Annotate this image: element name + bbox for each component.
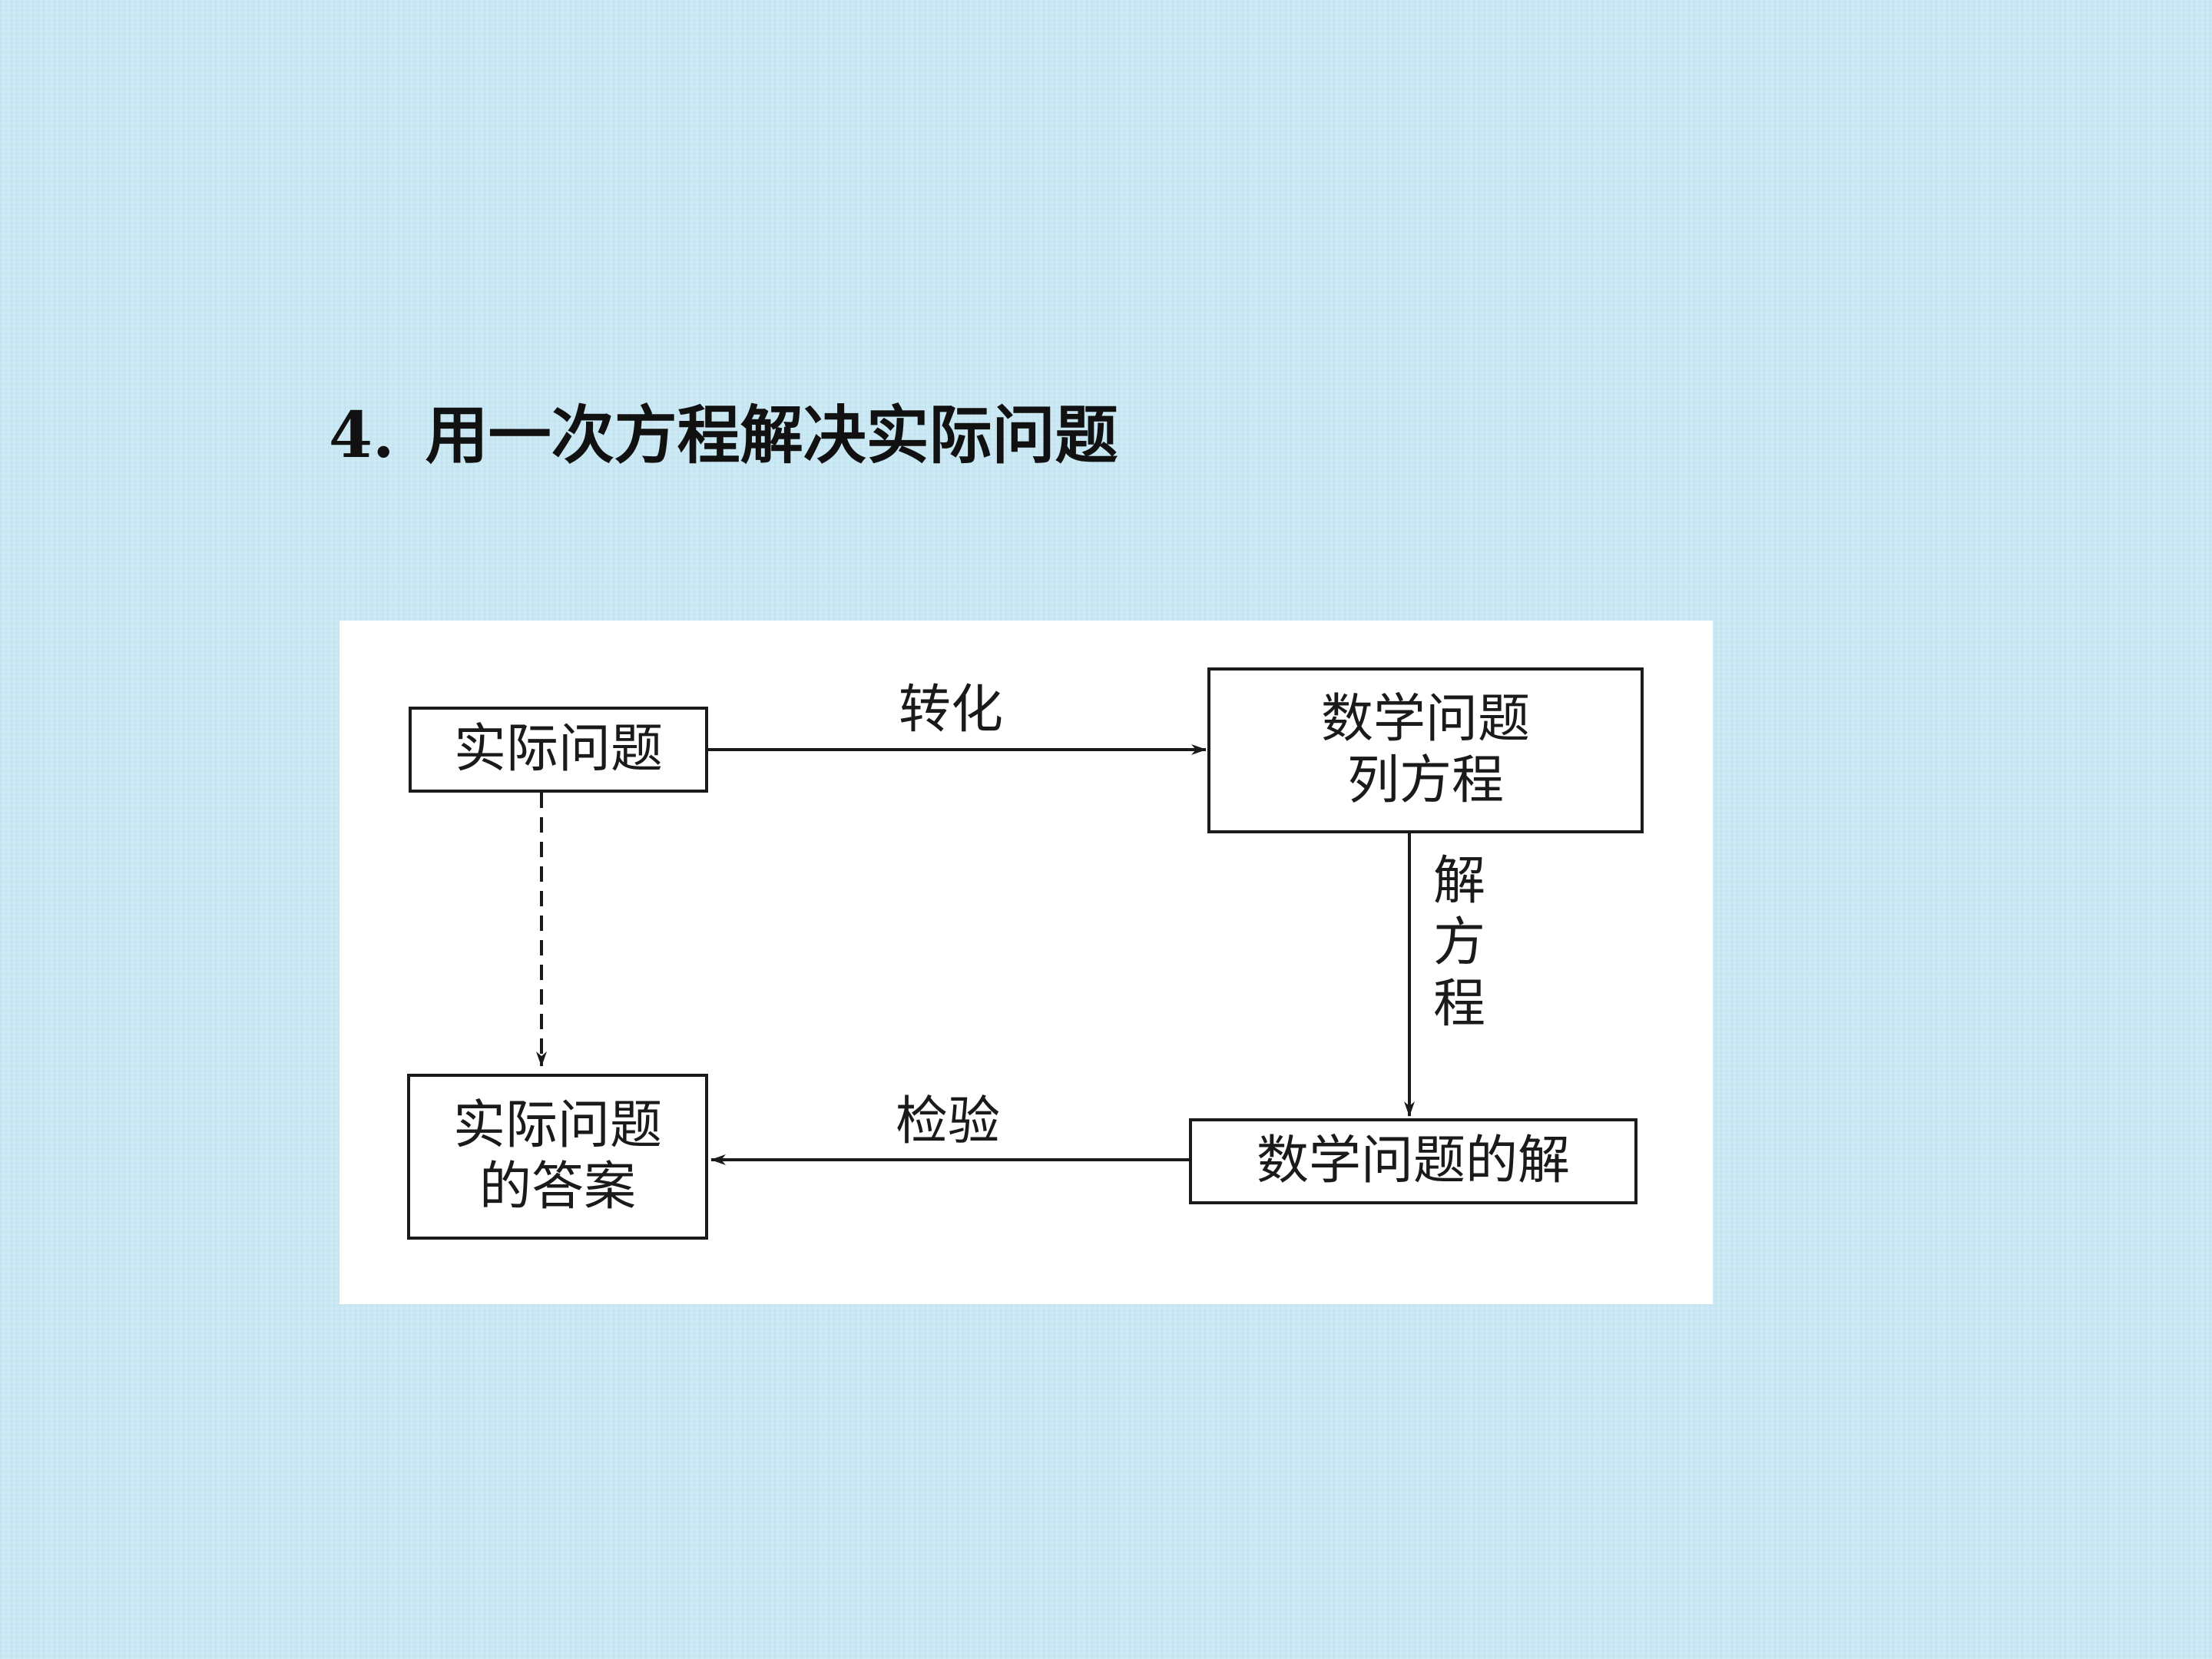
- edge-label-verify: 检验: [896, 1091, 1001, 1152]
- slide-title: 4. 用一次方程解决实际问题: [329, 398, 1118, 473]
- node-answer-line1: 实际问题: [452, 1094, 662, 1156]
- node-math-solution: 数学问题的解: [1189, 1118, 1637, 1204]
- node-real-problem-label: 实际问题: [453, 718, 663, 780]
- title-text: 用一次方程解决实际问题: [425, 399, 1118, 472]
- node-math-solution-label: 数学问题的解: [1256, 1130, 1570, 1191]
- edge-label-transform: 转化: [899, 680, 1004, 740]
- node-math-problem-line1: 数学问题: [1320, 688, 1530, 750]
- edge-label-solve: 解 方 程: [1433, 851, 1485, 1036]
- flow-diagram: 实际问题 数学问题 列方程 数学问题的解 实际问题 的答案 转化 解 方 程 检…: [339, 621, 1713, 1304]
- node-real-problem: 实际问题: [409, 707, 708, 793]
- edge-label-solve-char-1: 解: [1433, 851, 1486, 912]
- diagram-connectors: [536, 744, 1415, 1165]
- title-number: 4.: [329, 399, 395, 472]
- edge-label-solve-char-2: 方: [1433, 912, 1486, 974]
- node-answer-line2: 的答案: [478, 1157, 636, 1217]
- node-math-problem: 数学问题 列方程: [1207, 667, 1644, 833]
- edge-label-solve-char-3: 程: [1433, 974, 1486, 1035]
- node-answer: 实际问题 的答案: [407, 1074, 708, 1240]
- node-math-problem-line2: 列方程: [1346, 750, 1504, 811]
